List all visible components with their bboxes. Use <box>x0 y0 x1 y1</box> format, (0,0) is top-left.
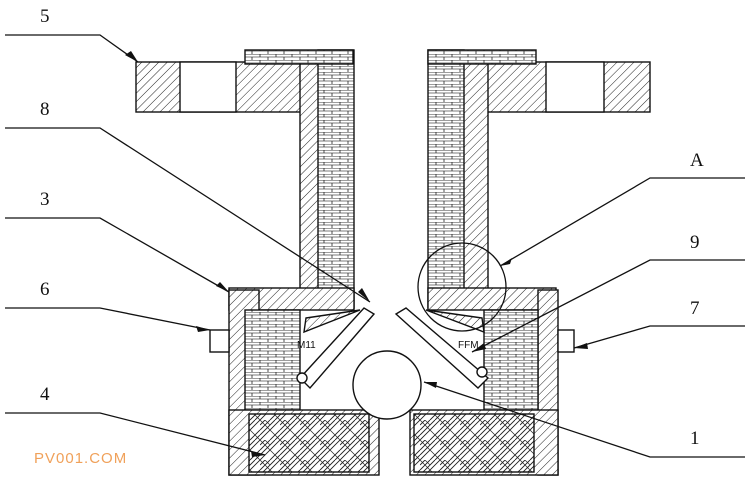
leader-3 <box>5 217 230 293</box>
right-brick-lining <box>427 49 465 309</box>
callout-labels: 5 8 3 6 4 A 9 7 1 <box>40 6 704 449</box>
leader-5 <box>5 34 139 63</box>
callout-9: 9 <box>690 232 700 253</box>
right-side-lug <box>557 329 575 353</box>
right-lower-shelf <box>427 287 557 311</box>
leader-6 <box>5 307 211 331</box>
right-spring-label: FFM <box>458 340 479 351</box>
right-assembly: FFM <box>394 49 651 476</box>
callout-7: 7 <box>690 298 700 319</box>
left-pivot-pin <box>296 372 308 384</box>
leader-a <box>499 177 745 267</box>
callout-4: 4 <box>40 384 50 405</box>
left-brick-lining <box>317 49 355 309</box>
callout-5: 5 <box>40 6 50 27</box>
left-side-lug <box>209 329 230 353</box>
leader-7 <box>573 325 745 349</box>
left-assembly: M11 <box>135 49 380 476</box>
right-vertical-wall <box>461 61 489 303</box>
callout-6: 6 <box>40 279 50 300</box>
callout-1: 1 <box>690 428 700 449</box>
detail-circle-a <box>417 242 507 332</box>
watermark-text: PV001.COM <box>34 450 128 467</box>
left-spring-label: M11 <box>297 340 316 351</box>
callout-a: A <box>690 150 704 171</box>
right-weave-block <box>413 413 535 473</box>
callout-8: 8 <box>40 99 50 120</box>
callout-3: 3 <box>40 189 50 210</box>
leader-9 <box>471 259 745 353</box>
right-housing-inner-bricks <box>483 309 539 411</box>
right-flange-slot <box>545 61 605 113</box>
leader-arrowheads <box>125 51 588 457</box>
left-flange-slot <box>179 61 237 113</box>
left-housing-inner-bricks <box>244 309 301 411</box>
right-brick-cap <box>427 49 537 65</box>
leader-lines <box>5 34 745 458</box>
left-blade-tip <box>303 309 361 334</box>
leader-1 <box>423 381 745 458</box>
left-angled-blade <box>299 307 376 390</box>
left-brick-cap <box>244 49 354 65</box>
leader-4 <box>5 412 266 456</box>
right-pivot-pin <box>476 366 488 378</box>
right-angled-blade <box>394 307 490 389</box>
leader-8 <box>5 127 371 303</box>
left-weave-block <box>248 413 370 473</box>
central-ball <box>352 350 422 420</box>
right-blade-tip <box>425 309 485 334</box>
